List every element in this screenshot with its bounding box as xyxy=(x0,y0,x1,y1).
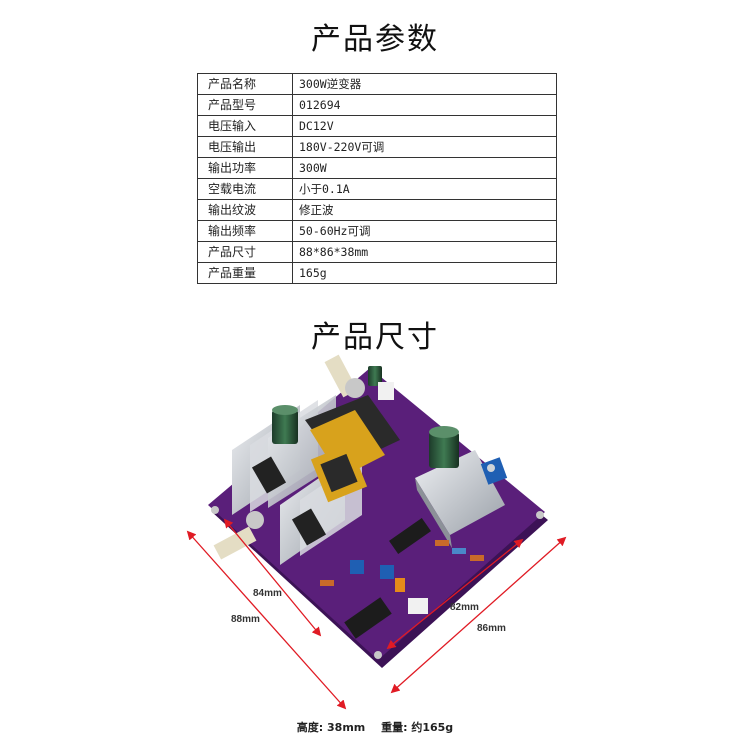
dim-outer-right: 86mm xyxy=(477,623,506,634)
electrolytic-capacitors xyxy=(272,366,459,468)
right-heatsink xyxy=(415,450,505,548)
caption: 高度: 38mm 重量: 约165g xyxy=(0,719,750,735)
table-row: 输出纹波修正波 xyxy=(197,199,557,221)
spec-key: 电压输出 xyxy=(197,136,293,158)
dimension-lines xyxy=(186,518,567,710)
spec-key: 电压输入 xyxy=(197,115,293,137)
dim-inner-left: 84mm xyxy=(253,588,282,599)
spec-value: 小于0.1A xyxy=(292,178,557,200)
spec-value: 012694 xyxy=(292,94,557,116)
transformer xyxy=(305,395,400,503)
dim-outer-left: 88mm xyxy=(231,614,260,625)
spec-value: 165g xyxy=(292,262,557,284)
spec-key: 产品尺寸 xyxy=(197,241,293,263)
spec-title: 产品参数 xyxy=(311,22,439,57)
caption-height: 高度: 38mm xyxy=(296,721,366,734)
spec-key: 输出频率 xyxy=(197,220,293,242)
dim-inner-right: 82mm xyxy=(450,602,479,613)
caption-weight: 重量: 约165g xyxy=(381,721,454,734)
size-title: 产品尺寸 xyxy=(311,320,439,355)
